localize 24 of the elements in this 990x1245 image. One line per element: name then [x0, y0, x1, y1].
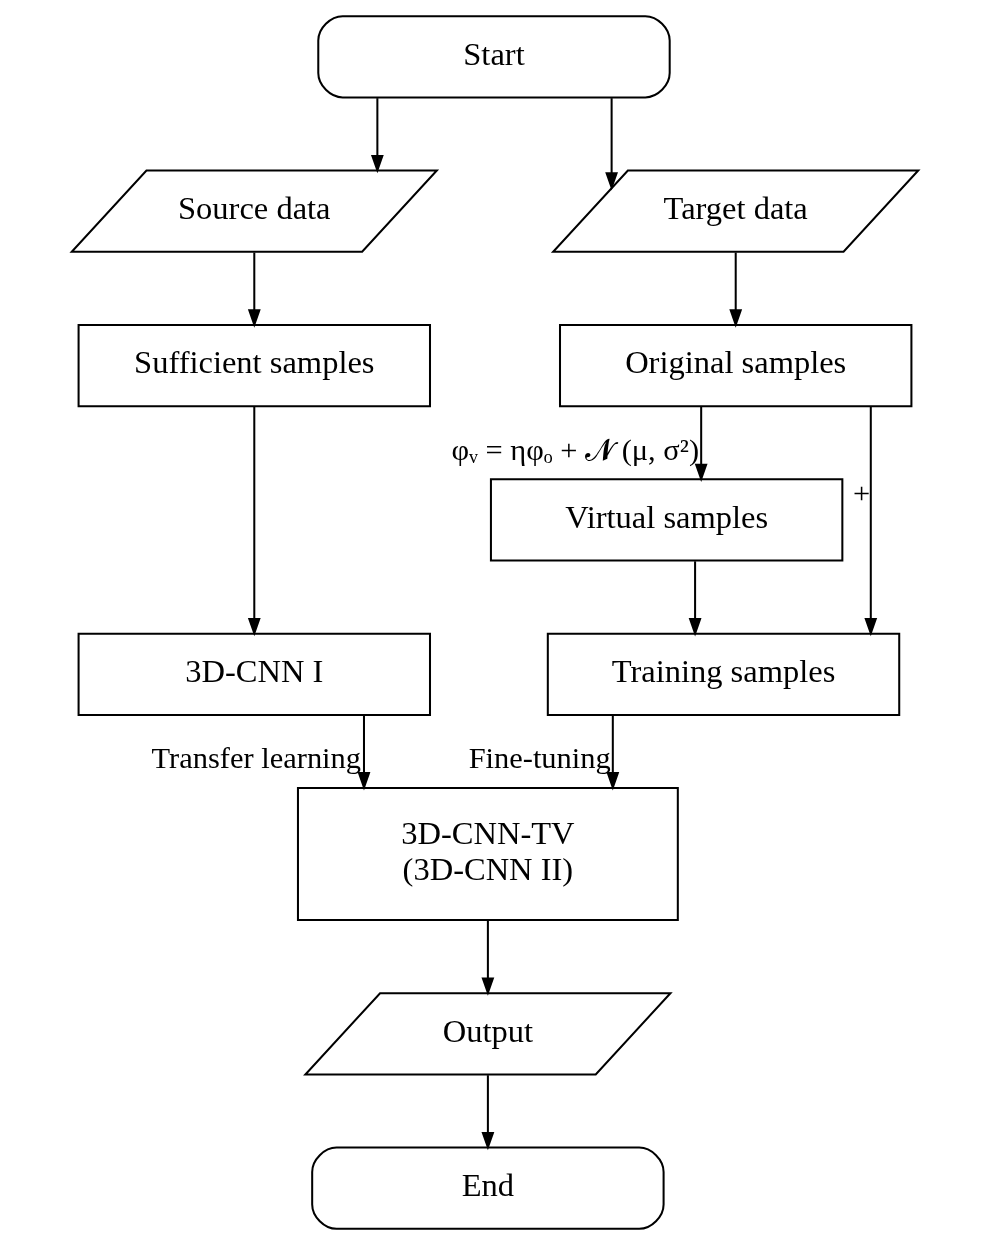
arrow: [694, 406, 708, 483]
arrow: [481, 1075, 495, 1151]
arrow: [729, 252, 743, 328]
node-box: Training samples: [546, 632, 901, 716]
node-box: End: [311, 1146, 665, 1230]
node-box: 3D-CNN-TV (3D-CNN II): [296, 787, 679, 922]
arrow: [247, 252, 261, 328]
arrow: [357, 715, 371, 791]
node-box: Virtual samples: [489, 478, 844, 562]
arrow: [864, 406, 878, 637]
edge-label: φᵥ = ηφₒ + 𝓝 (μ, σ²): [451, 433, 700, 468]
node-box: 3D-CNN I: [77, 632, 431, 716]
node-box: Start: [317, 15, 671, 99]
arrow: [481, 920, 495, 996]
edge-label: Transfer learning: [151, 741, 362, 776]
arrow: [605, 98, 618, 191]
arrow: [247, 406, 261, 637]
edge-label: +: [853, 475, 871, 510]
node-box: Original samples: [559, 323, 913, 408]
arrow: [606, 715, 620, 791]
arrow: [688, 561, 702, 637]
edge-label: Fine-tuning: [468, 741, 611, 776]
arrow: [370, 98, 384, 174]
node-box: Sufficient samples: [77, 323, 431, 408]
